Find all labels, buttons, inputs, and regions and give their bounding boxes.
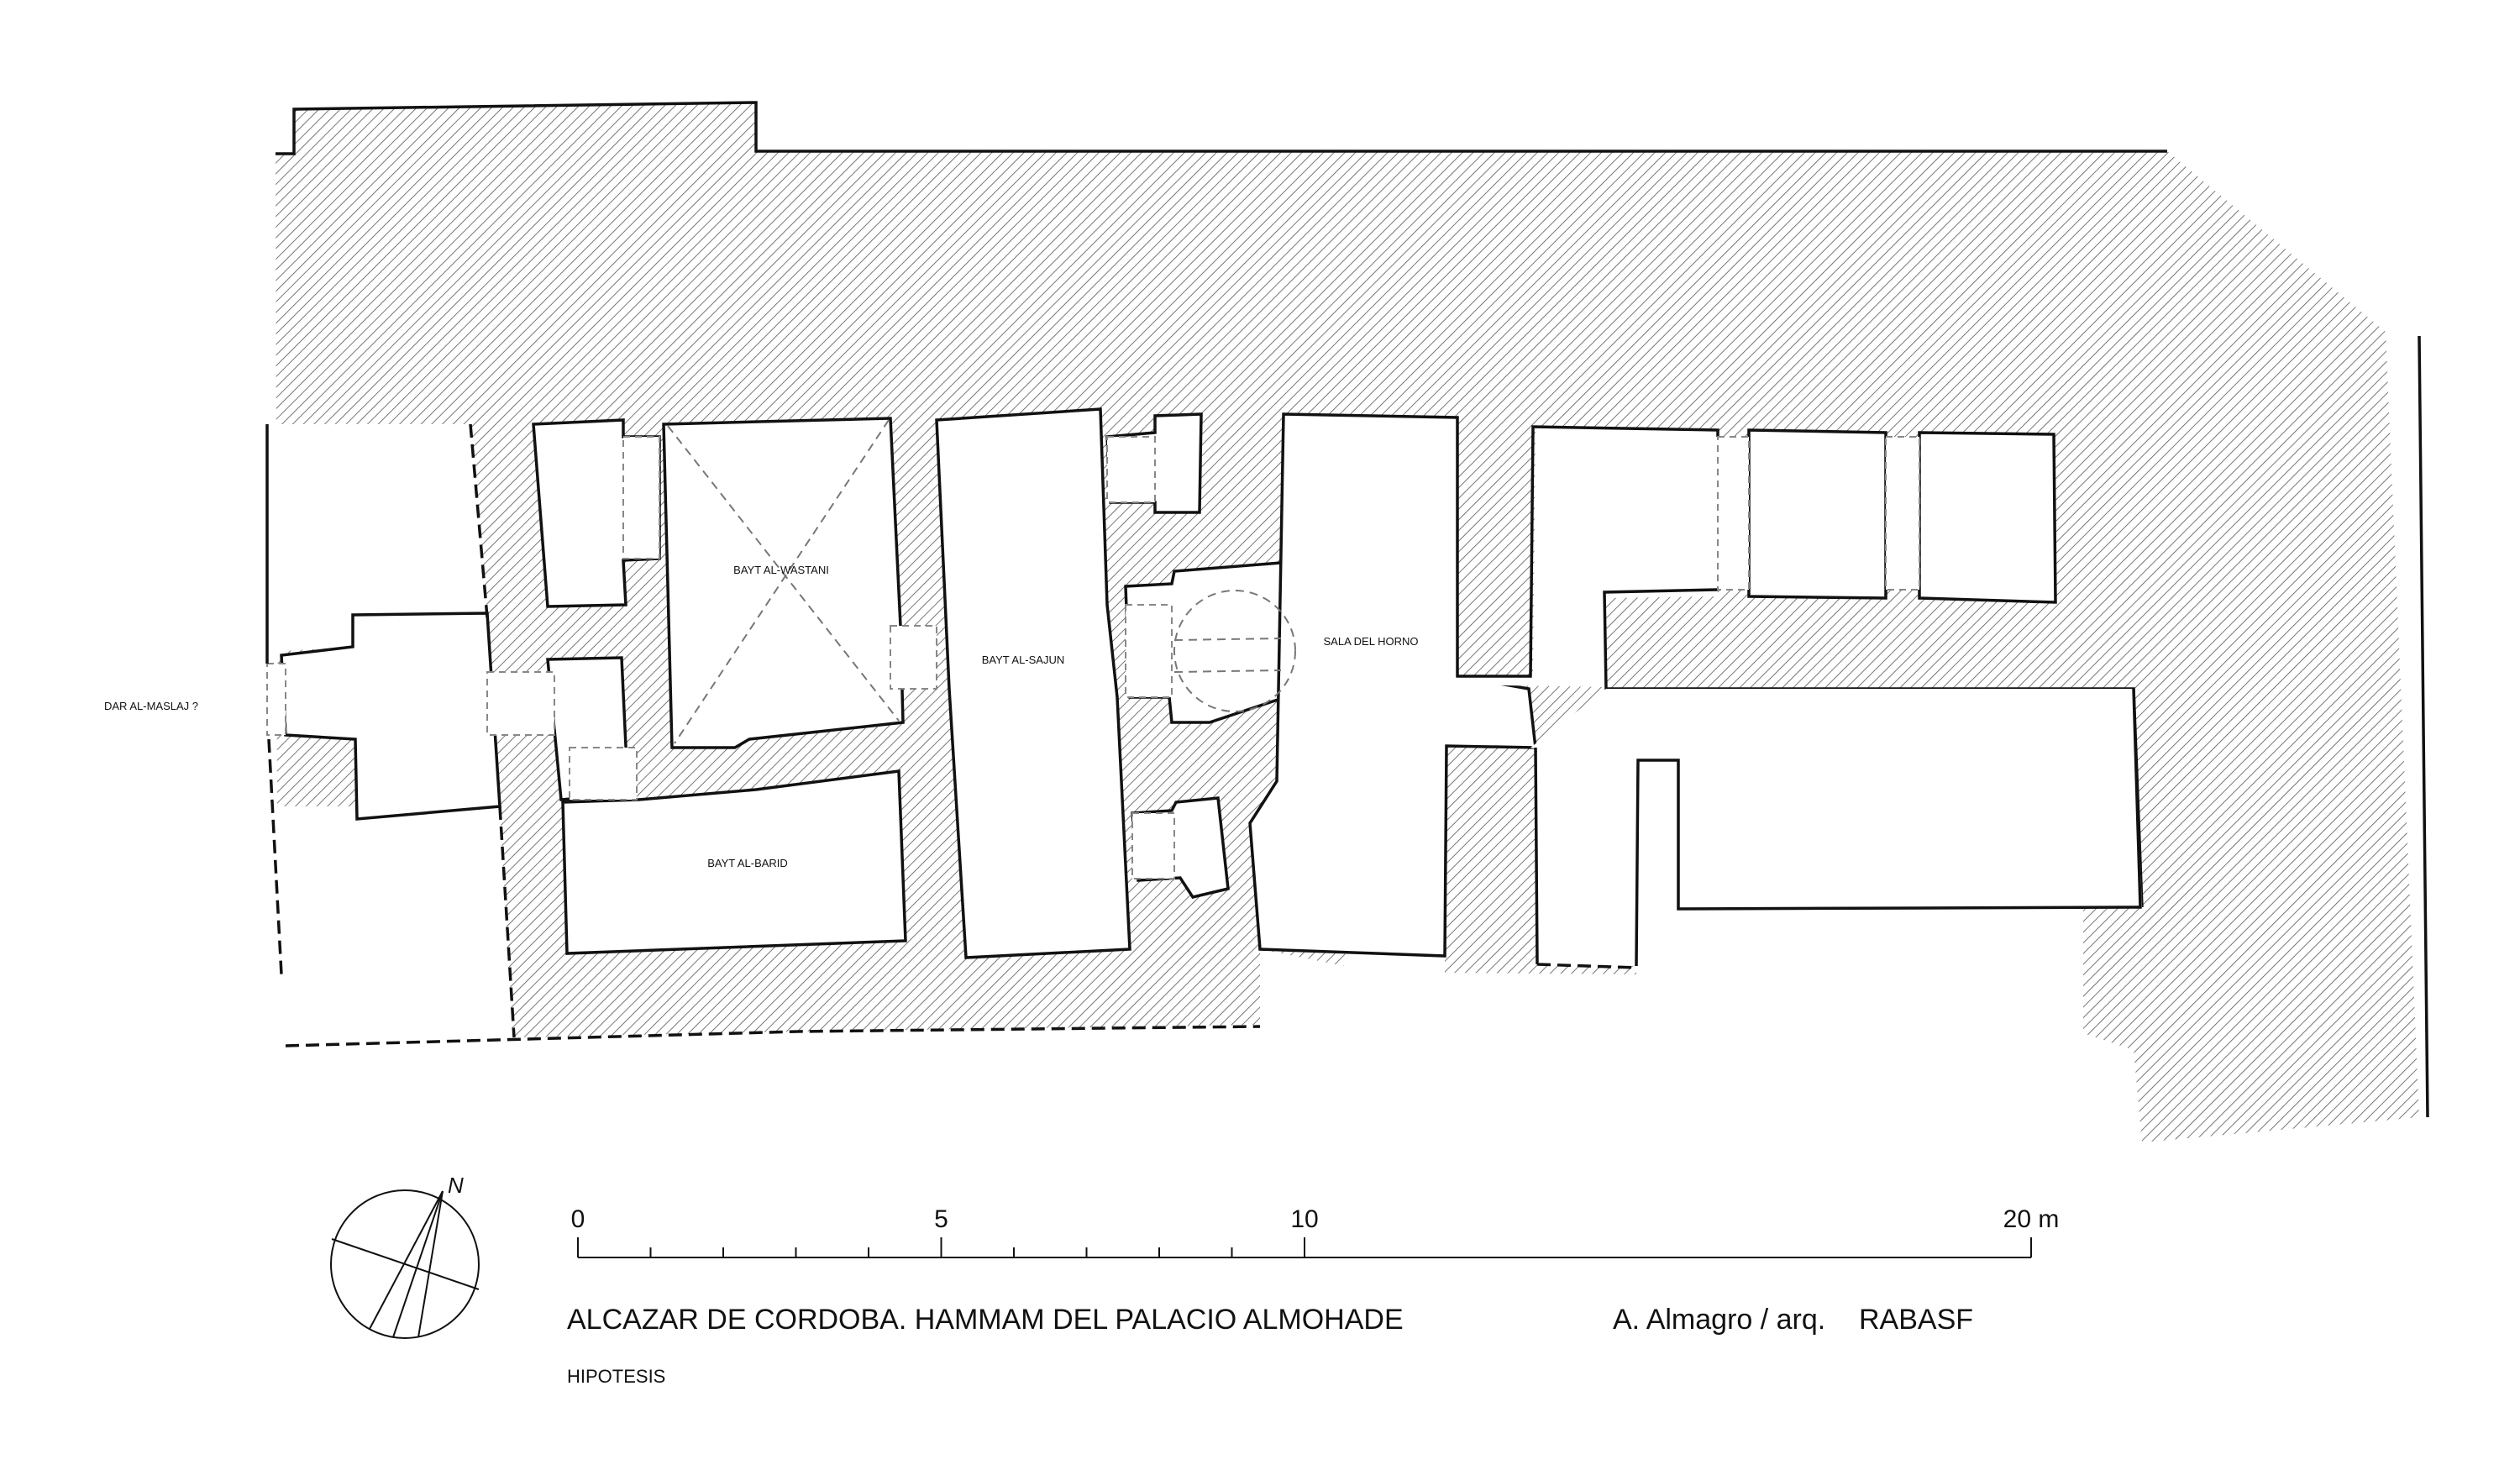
north-arrow: N xyxy=(330,1173,480,1339)
east-wing xyxy=(1457,425,2144,967)
passage-wastani-sajun xyxy=(890,625,937,690)
passage-nw xyxy=(622,436,660,559)
scale-label-0: 0 xyxy=(571,1205,585,1233)
room-labels: DAR AL-MASLAJ ? BAYT AL-WASTANI BAYT AL-… xyxy=(104,564,1418,869)
passage-sajun-east xyxy=(1125,604,1173,698)
furnace-flue-2 xyxy=(1173,669,1282,673)
room-sala-del-horno xyxy=(1248,412,1537,958)
label-bayt-al-barid: BAYT AL-BARID xyxy=(707,857,788,869)
passage-east-2 xyxy=(1885,436,1920,591)
compass-cross-line xyxy=(331,1238,480,1290)
dashed-south-edge xyxy=(285,1025,1261,1047)
passage-west-entry xyxy=(266,663,286,736)
scale-labels: 0 5 10 20 m xyxy=(571,1205,2060,1233)
east-south-strip-edge xyxy=(1635,688,2142,967)
north-wall-edge xyxy=(276,101,2167,155)
label-bayt-al-sajun: BAYT AL-SAJUN xyxy=(982,654,1065,666)
drawing-subtitle: HIPOTESIS xyxy=(567,1366,665,1387)
east-wall-edge xyxy=(2418,335,2429,1118)
passage-west xyxy=(486,671,555,736)
furnace-circle xyxy=(1173,590,1296,712)
passage-sajun-se xyxy=(1131,812,1175,879)
label-sala-del-horno: SALA DEL HORNO xyxy=(1324,635,1419,648)
drawing-title: ALCAZAR DE CORDOBA. HAMMAM DEL PALACIO A… xyxy=(567,1304,1404,1336)
dashed-horno-south xyxy=(1536,963,1637,969)
furnace-flue-1 xyxy=(1173,638,1282,641)
vault-diagonal-1 xyxy=(667,425,900,722)
drawing-credit: A. Almagro / arq. xyxy=(1613,1304,1825,1336)
room-east-cell-3 xyxy=(1918,431,2057,604)
passage-barid xyxy=(569,747,638,801)
room-bayt-al-wastani xyxy=(662,417,905,749)
compass-ray-3 xyxy=(417,1190,444,1338)
dashed-vestibule-edge xyxy=(498,806,516,1038)
label-bayt-al-wastani: BAYT AL-WASTANI xyxy=(733,564,829,576)
room-east-cell-2 xyxy=(1747,428,1887,600)
horno-east-edge xyxy=(1534,747,1539,965)
east-corridor-outline xyxy=(1457,425,1719,678)
room-bayt-al-sajun xyxy=(935,407,1131,959)
scale-label-20: 20 m xyxy=(2003,1205,2060,1233)
room-bayt-al-barid xyxy=(561,769,907,955)
room-east-south-strip xyxy=(1530,689,2142,966)
passage-east-1 xyxy=(1717,436,1750,591)
room-west-open-area xyxy=(267,424,487,659)
scale-label-10: 10 xyxy=(1290,1205,1318,1233)
dashed-north-west-edge xyxy=(469,423,489,618)
vault-diagonal-2 xyxy=(674,419,890,744)
compass-circle xyxy=(330,1189,480,1339)
scale-label-5: 5 xyxy=(934,1205,948,1233)
compass-ray-2 xyxy=(392,1190,444,1338)
hypothetical-edges xyxy=(265,101,2429,1118)
north-label: N xyxy=(448,1173,464,1198)
vault-lines xyxy=(667,419,900,744)
furnace xyxy=(1173,590,1296,712)
passage-sajun-north xyxy=(1106,436,1156,503)
scale-ticks xyxy=(577,1237,2032,1257)
scale-bar: 0 5 10 20 m xyxy=(571,1205,2060,1258)
passages xyxy=(266,436,1920,879)
label-dar-al-maslaj: DAR AL-MASLAJ ? xyxy=(104,700,198,712)
drawing-institution: RABASF xyxy=(1859,1304,1973,1336)
room-east-cell-1 xyxy=(1457,427,1718,687)
compass-ray-1 xyxy=(369,1190,444,1330)
